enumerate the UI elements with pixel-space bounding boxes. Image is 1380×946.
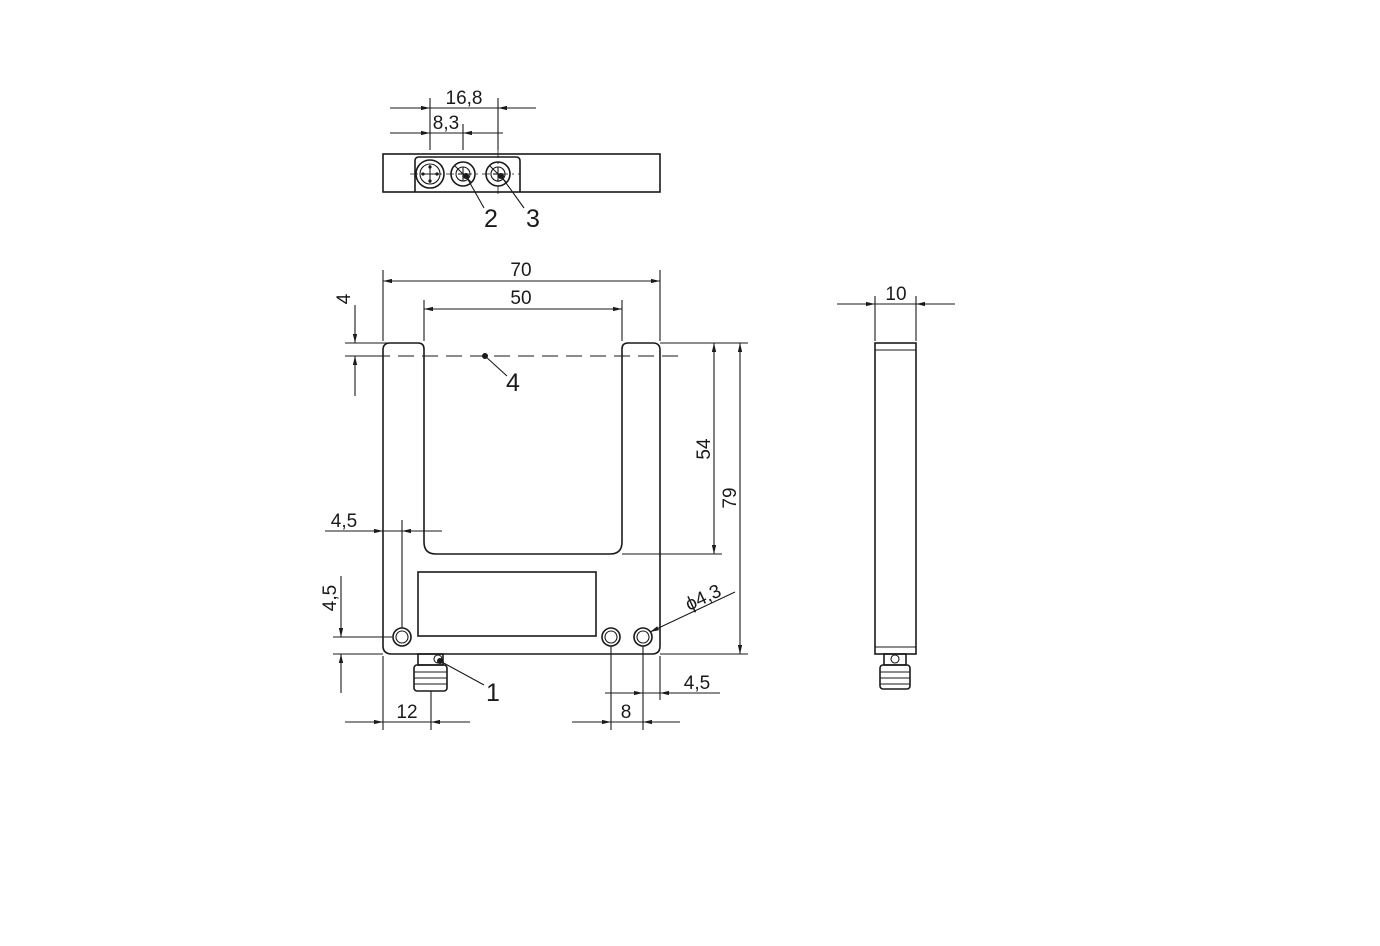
- callout-2: 2: [484, 205, 498, 233]
- dim-12: 12: [396, 702, 417, 723]
- callout-3: 3: [526, 205, 540, 233]
- dim-50: 50: [510, 288, 531, 309]
- dim-10: 10: [885, 284, 906, 305]
- front-view: 4 70 50 4 54 79 4,5: [320, 260, 748, 730]
- top-view: 16,8 8,3 2 3: [382, 88, 661, 233]
- side-view-housing: [874, 342, 917, 655]
- dim-hole-diameter: ϕ4,3: [682, 581, 724, 616]
- connector-recess: [414, 156, 521, 192]
- dim-hole-x-4-5: 4,5: [684, 673, 710, 694]
- fork-housing-outline: [382, 342, 661, 655]
- dim-arm-4-5: 4,5: [331, 511, 357, 532]
- dim-8: 8: [621, 702, 632, 723]
- dim-hole-y-4-5: 4,5: [320, 585, 341, 611]
- dim-8-3: 8,3: [433, 113, 459, 134]
- dim-70: 70: [510, 260, 531, 281]
- side-connector-icon: [879, 653, 911, 690]
- dim-54: 54: [694, 438, 715, 460]
- top-view-housing: [382, 153, 661, 193]
- side-view: 10: [837, 284, 955, 690]
- label-area: [417, 571, 597, 637]
- dim-79: 79: [720, 487, 741, 508]
- dim-4: 4: [334, 293, 355, 304]
- dim-16-8: 16,8: [446, 88, 483, 109]
- callout-1: 1: [486, 679, 500, 707]
- callout-4: 4: [506, 369, 520, 397]
